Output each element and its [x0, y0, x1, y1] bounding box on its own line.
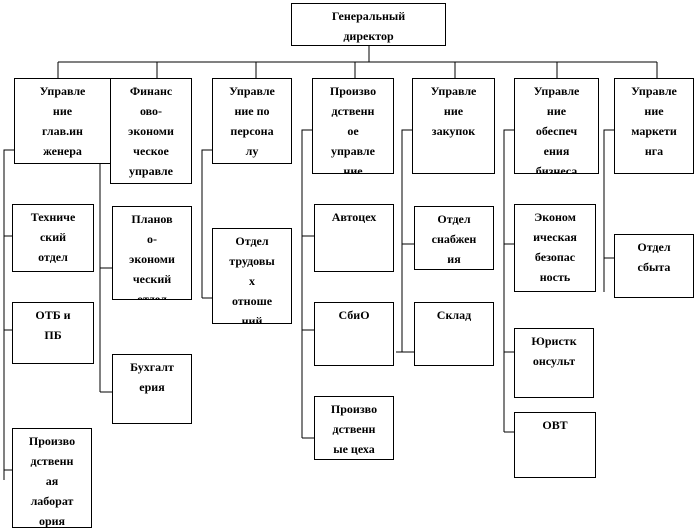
node-autoshop: Автоцех: [314, 204, 394, 272]
node-economic-security: Эконом ическая безопас ность: [514, 204, 596, 292]
node-supply-dept: Отдел снабжен ия: [414, 206, 494, 270]
node-production-shops: Произво дственн ые цеха: [314, 396, 394, 460]
node-warehouse: Склад: [414, 302, 494, 366]
node-purchasing-dept: Управле ние закупок: [412, 78, 495, 174]
node-chief-engineer-dept: Управле ние глав.ин женера: [14, 78, 111, 164]
node-technical-dept: Техниче ский отдел: [12, 204, 94, 272]
node-sbio: СбиО: [314, 302, 394, 366]
node-ovt: ОВТ: [514, 412, 596, 478]
node-otb-pb: ОТБ и ПБ: [12, 302, 94, 364]
node-sales-dept: Отдел сбыта: [614, 234, 694, 298]
node-planning-economic-dept: Планов о- экономи ческий отдел: [112, 206, 192, 300]
node-accounting: Бухгалт ерия: [112, 354, 192, 424]
node-hr-dept: Управле ние по персона лу: [212, 78, 292, 164]
node-production-lab: Произво дственн ая лаборат ория: [12, 428, 92, 528]
node-legal-counsel: Юристк онсульт: [514, 328, 594, 398]
node-finance-economic-dept: Финанс ово- экономи ческое управле: [110, 78, 192, 184]
node-production-dept: Произво дственн ое управле ние: [312, 78, 394, 174]
node-business-security-dept: Управле ние обеспеч ения бизнеса: [514, 78, 599, 174]
node-labor-relations-dept: Отдел трудовы х отноше ний: [212, 228, 292, 324]
node-general-director: Генеральный директор: [291, 3, 446, 46]
node-marketing-dept: Управле ние маркети нга: [614, 78, 694, 174]
